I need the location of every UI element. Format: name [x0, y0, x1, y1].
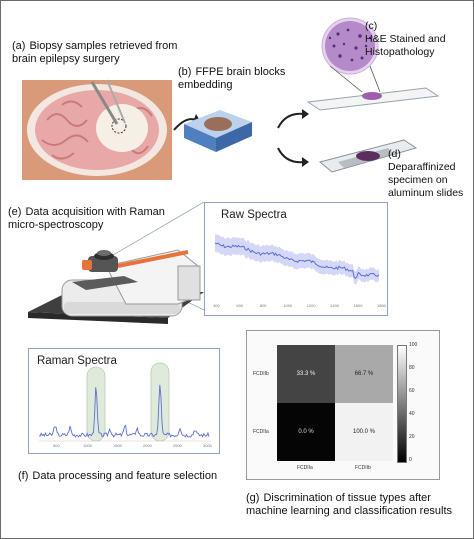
label-g: (g)Discrimination of tissue types after … [246, 492, 453, 517]
raman-spectra-tick: 2500 [173, 443, 182, 448]
cm-colorbar-tick-1: 80 [409, 365, 415, 371]
cm-cell-0-0: 33.3 % [277, 345, 335, 403]
cm-colorbar-tick-2: 60 [409, 388, 415, 394]
raman-spectra-tick: 500 [53, 443, 60, 448]
raw-spectra-tick: 1000 [283, 303, 293, 308]
ffpe-block-icon [184, 110, 252, 152]
raw-spectra-plot [214, 234, 380, 285]
raman-spectra-plot [38, 362, 211, 442]
label-f: (f)Data processing and feature selection [18, 470, 218, 482]
cm-row-label-0: FCDIIb [253, 371, 269, 377]
raw-spectra-tick: 800 [259, 303, 267, 308]
raw-spectra-band [215, 234, 379, 285]
raw-spectra-panel: Raw Spectra 400 600 800 1000 1200 1400 1600 180… [204, 202, 388, 316]
raw-spectra-tick: 600 [236, 303, 244, 308]
raw-spectra-tick: 1400 [330, 303, 340, 308]
confusion-matrix-panel: FCDIIb FCDIIa 33.3 % 66.7 % 0.0 % 100.0 … [246, 330, 440, 480]
label-e: (e)Data acquisition with Raman micro-spe… [8, 206, 165, 231]
cm-col-label-1: FCDIIb [355, 465, 371, 471]
raman-spectra-tick: 2000 [143, 443, 152, 448]
cm-cell-1-0: 0.0 % [277, 403, 335, 461]
raman-spectra-line [38, 384, 210, 438]
raw-spectra-tick: 1600 [353, 303, 363, 308]
raman-spectra-tick: 1000 [83, 443, 92, 448]
cm-col-label-0: FCDIIa [297, 465, 313, 471]
raman-spectra-tick: 1500 [113, 443, 122, 448]
arrow-b-to-d [277, 147, 309, 167]
cm-cell-0-1: 66.7 % [335, 345, 393, 403]
raman-spectra-panel: Raman Spectra 500 1000 1500 2000 2500 3000 [28, 348, 220, 454]
cm-colorbar-tick-4: 20 [409, 434, 415, 440]
peak-highlight-band-1 [86, 366, 106, 442]
cm-colorbar-tick-5: 0 [409, 457, 412, 463]
cm-colorbar-tick-3: 40 [409, 411, 415, 417]
raman-spectra-title: Raman Spectra [37, 355, 117, 367]
cm-cell-1-1: 100.0 % [335, 403, 393, 461]
aluminum-slide-illustration [318, 139, 418, 173]
raman-microscope-illustration [28, 201, 205, 324]
raw-spectra-tick: 1200 [306, 303, 316, 308]
raman-spectra-tick: 3000 [203, 443, 212, 448]
raw-spectra-tick: 400 [213, 303, 220, 308]
label-c: (c)H&E Stained and Histopathology [365, 20, 446, 58]
arrow-b-to-c [277, 109, 309, 129]
he-stained-slide-illustration [306, 17, 440, 111]
brain-surgery-illustration [22, 79, 172, 180]
label-a: (a)Biopsy samples retrieved from brain e… [12, 40, 178, 65]
raw-spectra-line [214, 242, 380, 279]
cm-colorbar-tick-0: 100 [409, 342, 418, 348]
cm-colorbar [397, 345, 407, 463]
raw-spectra-title: Raw Spectra [221, 209, 287, 221]
label-d: (d)Deparaffinized specimen on aluminum s… [388, 148, 464, 199]
raw-spectra-tick: 1800 [377, 303, 386, 308]
peak-highlight-band-2 [150, 362, 170, 442]
label-b: (b)FFPE brain blocks embedding [178, 66, 286, 91]
cm-row-label-1: FCDIIa [253, 429, 269, 435]
